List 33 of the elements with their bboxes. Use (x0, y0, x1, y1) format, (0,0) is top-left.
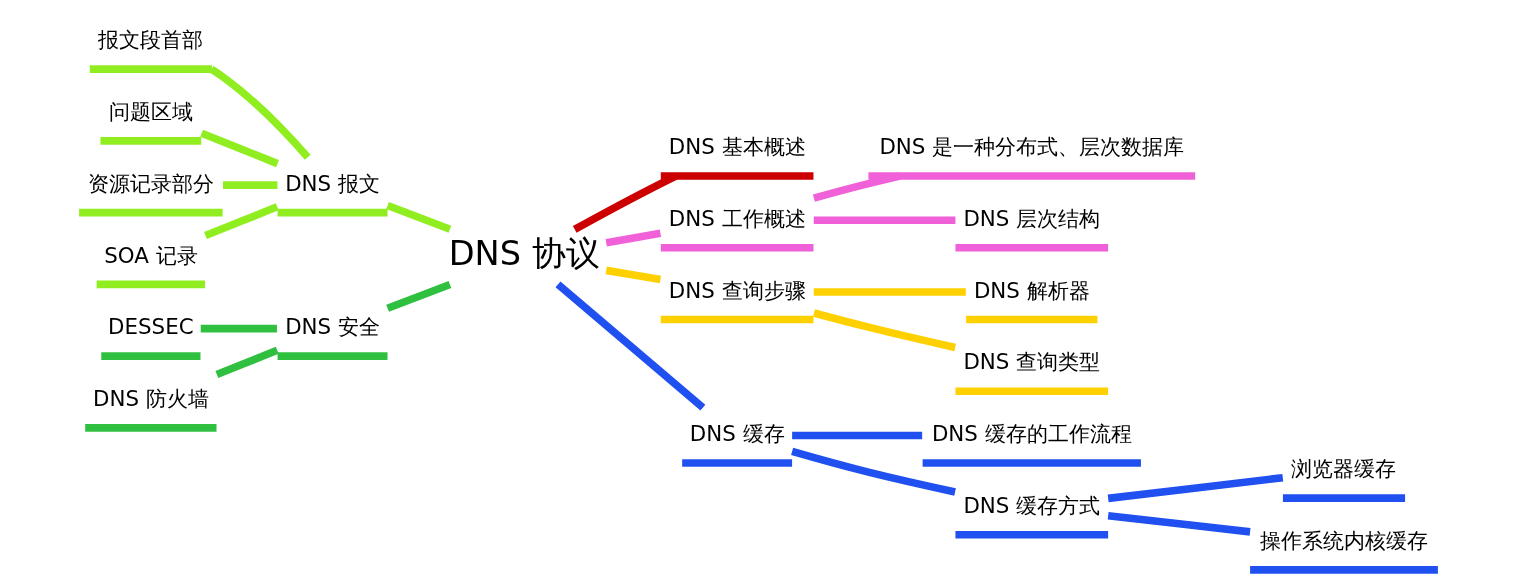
node-text: 报文段首部 (97, 27, 203, 53)
connector (385, 201, 451, 233)
connector (555, 281, 705, 411)
connector (791, 431, 922, 440)
node-text: DNS 协议 (448, 234, 600, 274)
connector (199, 129, 279, 168)
node-text: SOA 记录 (103, 242, 198, 268)
node-text: 浏览器缓存 (1291, 456, 1396, 482)
node-text: 资源记录部分 (87, 170, 214, 196)
node-text: DNS 缓存方式 (962, 492, 1100, 518)
connector (385, 280, 451, 312)
node-text: DNS 是一种分布式、层次数据库 (878, 134, 1184, 160)
node-text: DNS 工作概述 (668, 205, 806, 231)
node-text: DNS 报文 (284, 170, 380, 196)
node-text: DNS 基本概述 (668, 134, 806, 160)
connector (203, 203, 279, 240)
connector (214, 346, 279, 379)
node-text: DNS 查询步骤 (668, 277, 806, 303)
node-text: DNS 层次结构 (962, 205, 1100, 231)
node-text: DNS 缓存 (689, 421, 785, 447)
connector (790, 447, 956, 496)
node-text: DNS 缓存的工作流程 (931, 421, 1132, 447)
connector (812, 309, 956, 352)
node-text: DNS 查询类型 (962, 349, 1100, 375)
node-text: DESSEC (107, 314, 194, 340)
node-text: DNS 安全 (284, 314, 380, 340)
node-text: DNS 防火墙 (92, 386, 209, 412)
node-text: 操作系统内核缓存 (1259, 528, 1428, 554)
node-text: DNS 解析器 (973, 277, 1090, 303)
node-text: 问题区域 (108, 99, 193, 125)
connector (208, 66, 311, 160)
connector (572, 172, 677, 233)
connector (812, 172, 901, 202)
